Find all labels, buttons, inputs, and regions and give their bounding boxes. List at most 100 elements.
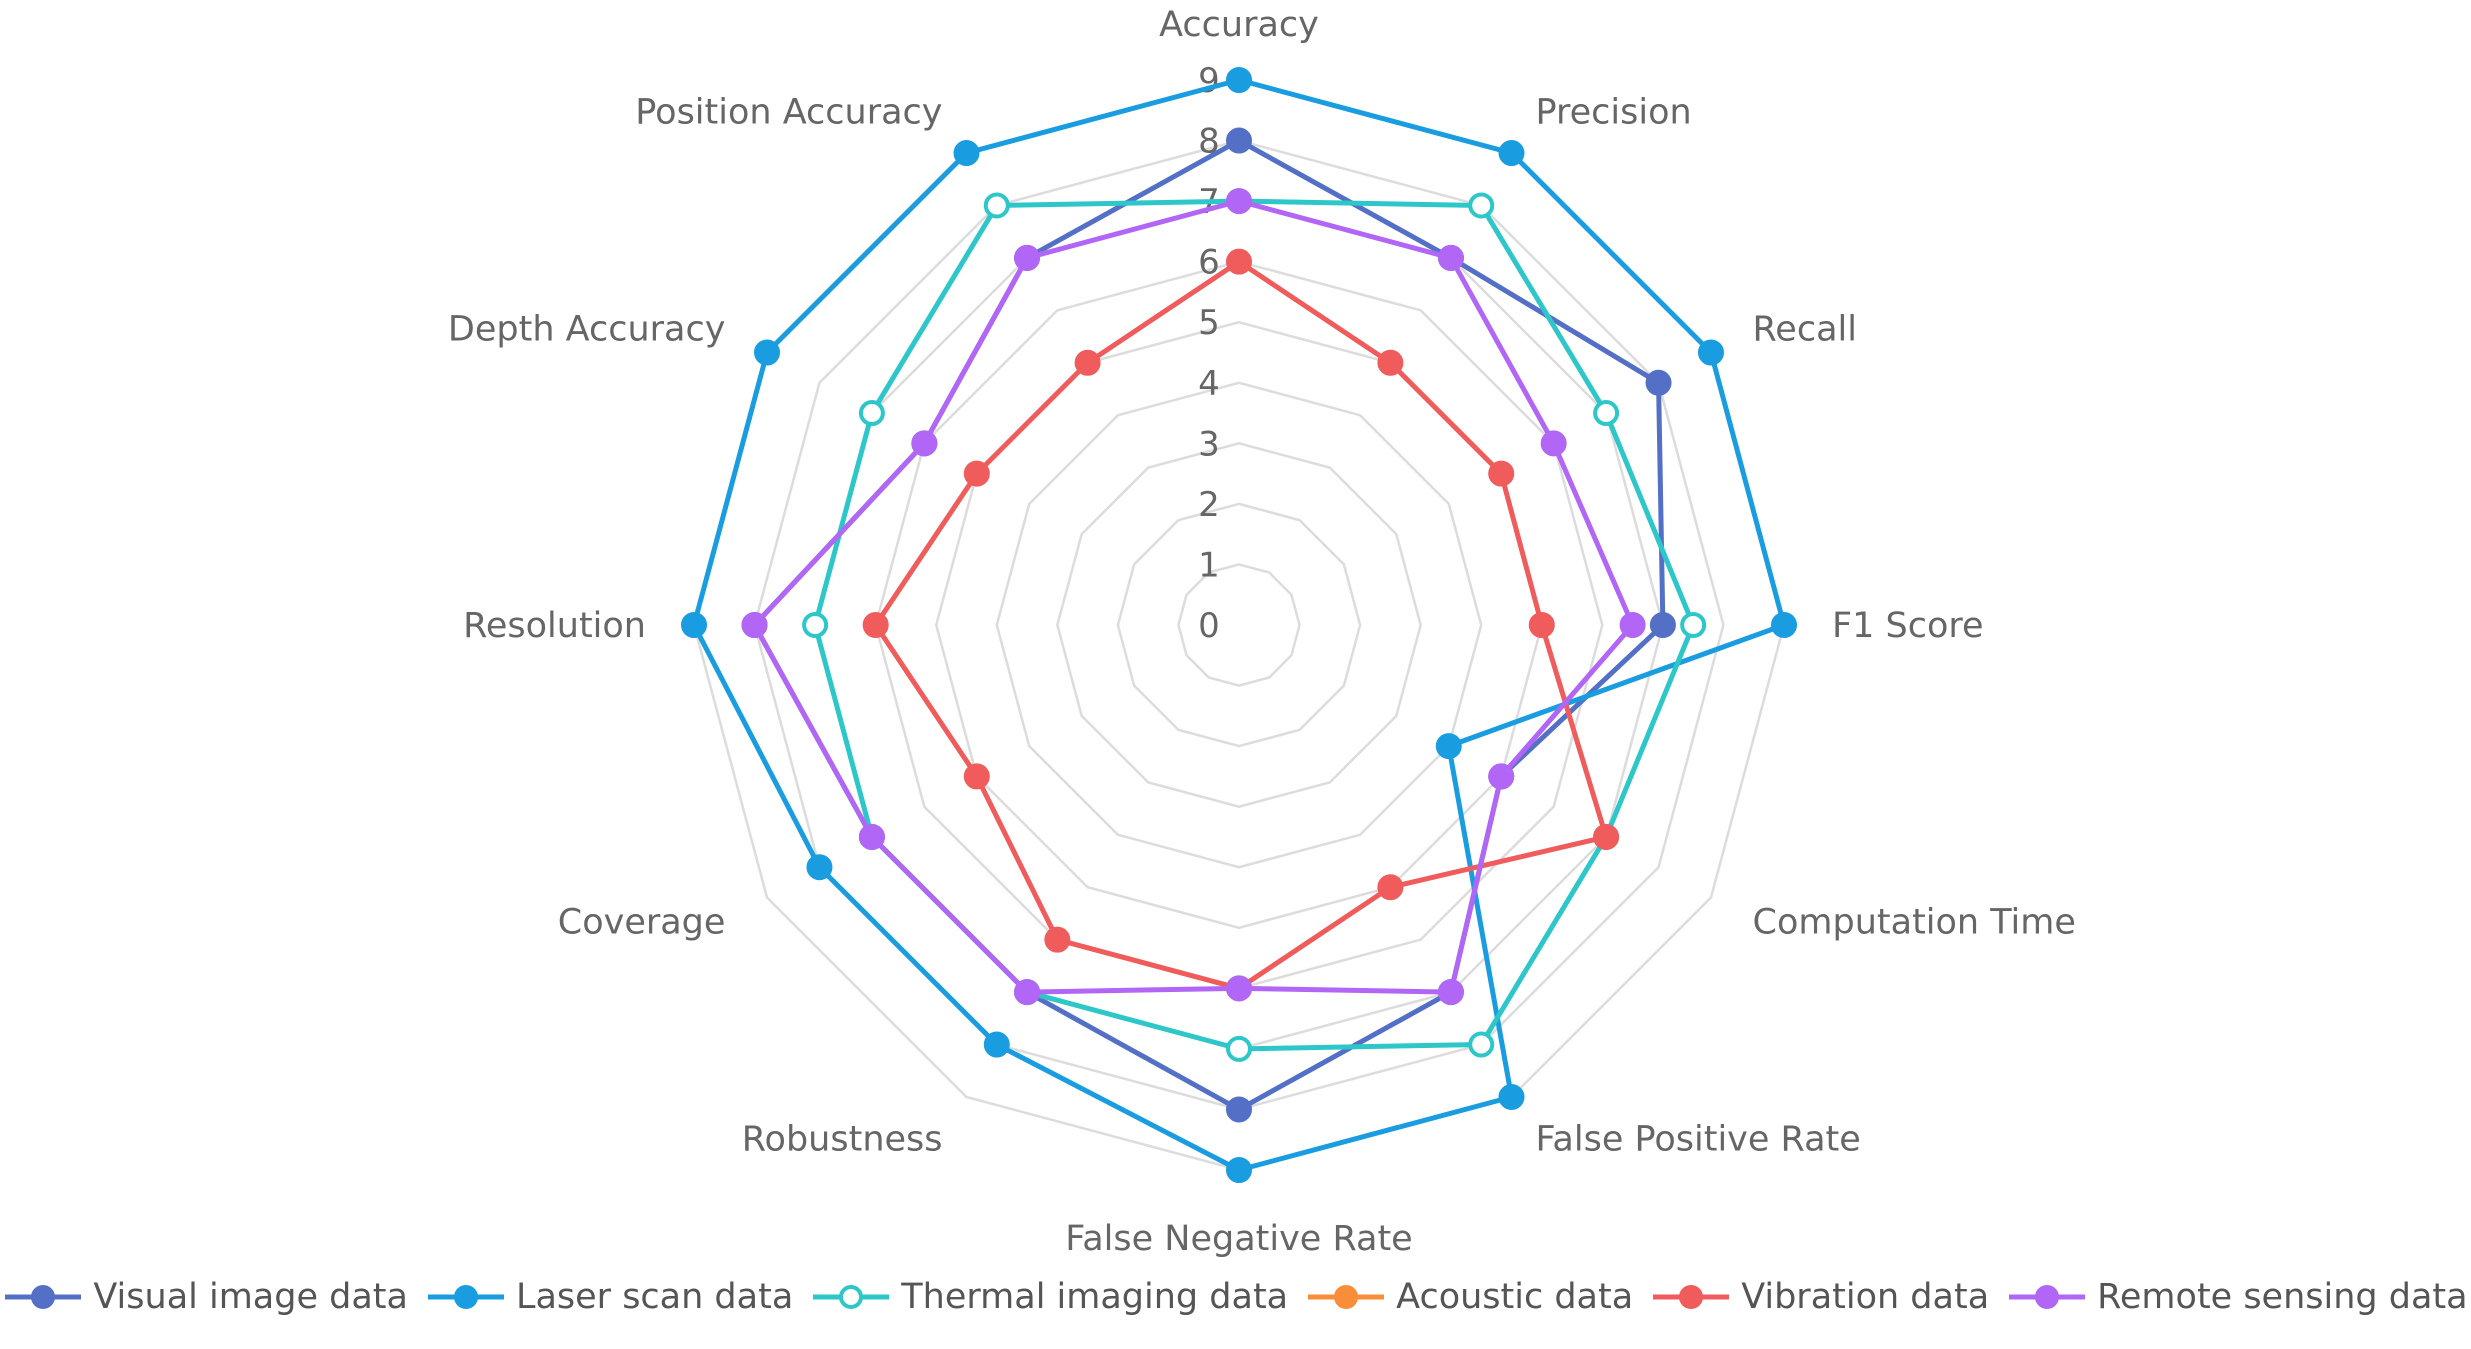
radial-tick-label: 2	[1198, 485, 1220, 525]
legend-item[interactable]: Visual image data	[3, 1277, 408, 1317]
data-point	[1593, 823, 1620, 850]
legend-label: Laser scan data	[515, 1277, 794, 1317]
axis-label: False Positive Rate	[1536, 1120, 1861, 1160]
grid-ring	[1177, 563, 1301, 687]
data-point	[953, 140, 980, 167]
data-point	[1645, 369, 1672, 396]
axis-label: Precision	[1536, 92, 1692, 132]
data-point	[1226, 127, 1252, 154]
radial-tick-label: 5	[1198, 303, 1220, 343]
series-4	[862, 248, 1620, 1002]
data-point	[754, 339, 781, 366]
grid-ring	[1116, 502, 1362, 748]
data-point	[802, 612, 829, 638]
data-point	[1226, 188, 1252, 215]
data-point	[858, 400, 885, 427]
data-point	[911, 430, 938, 457]
legend-label: Acoustic data	[1396, 1277, 1634, 1317]
data-point	[1468, 1031, 1495, 1058]
data-point	[1619, 612, 1646, 638]
radial-tick-label: 4	[1198, 364, 1220, 404]
data-point	[1226, 248, 1252, 275]
axis-label: Depth Accuracy	[448, 310, 726, 350]
data-point	[1468, 192, 1495, 219]
data-point	[1437, 979, 1464, 1006]
grid-ring	[874, 260, 1604, 990]
data-point	[862, 612, 889, 638]
legend-swatch-icon	[2009, 1285, 2086, 1309]
data-point	[1593, 400, 1620, 427]
chart-legend: Visual image data Laser scan data Thermal …	[0, 1262, 2471, 1332]
legend-item[interactable]: Laser scan data	[426, 1277, 793, 1317]
axis-label: False Negative Rate	[1065, 1219, 1412, 1259]
data-point	[1528, 612, 1555, 638]
series-1	[681, 67, 1797, 1183]
legend-swatch-icon	[1653, 1285, 1730, 1309]
data-point	[1226, 1096, 1252, 1123]
series-2	[802, 188, 1707, 1062]
data-point	[1226, 67, 1252, 93]
data-point	[681, 612, 707, 638]
data-point	[1488, 763, 1515, 790]
legend-label: Vibration data	[1741, 1277, 1990, 1317]
legend-swatch-icon	[1308, 1285, 1385, 1309]
grid-ring	[995, 381, 1483, 869]
legend-swatch-icon	[813, 1285, 890, 1309]
legend-item[interactable]: Remote sensing data	[2007, 1277, 2468, 1317]
data-point	[983, 1031, 1010, 1058]
data-point	[1498, 1083, 1525, 1110]
data-point	[1498, 140, 1525, 167]
series-line	[873, 259, 1609, 991]
data-point	[806, 854, 833, 881]
data-point	[1488, 460, 1515, 487]
legend-label: Thermal imaging data	[901, 1277, 1289, 1317]
data-point	[1697, 339, 1724, 366]
data-point	[1074, 349, 1101, 376]
grid-ring	[1056, 442, 1422, 808]
data-point	[858, 823, 885, 850]
legend-item[interactable]: Vibration data	[1651, 1277, 1989, 1317]
radial-tick-label: 3	[1198, 424, 1220, 464]
series-5	[741, 188, 1646, 1006]
data-point	[1226, 975, 1252, 1002]
axis-label: Robustness	[742, 1120, 943, 1160]
data-point	[983, 192, 1010, 219]
axis-label: Coverage	[558, 903, 726, 943]
legend-swatch-icon	[427, 1285, 504, 1309]
data-point	[1680, 612, 1707, 638]
data-point	[1377, 874, 1404, 901]
data-point	[1435, 733, 1462, 760]
series-line	[812, 198, 1696, 1052]
axis-label: Computation Time	[1753, 903, 2076, 943]
axis-label: Recall	[1753, 310, 1857, 350]
data-point	[1437, 244, 1464, 271]
legend-item[interactable]: Thermal imaging data	[811, 1277, 1288, 1317]
legend-label: Remote sensing data	[2097, 1277, 2468, 1317]
data-point	[1044, 926, 1071, 953]
grid-ring	[753, 139, 1725, 1111]
legend-item[interactable]: Acoustic data	[1306, 1277, 1633, 1317]
data-point	[1377, 349, 1404, 376]
axis-label: F1 Score	[1832, 606, 1984, 646]
axis-label: Resolution	[463, 606, 646, 646]
legend-swatch-icon	[5, 1285, 82, 1309]
radial-tick-label: 6	[1198, 243, 1220, 283]
axis-label: Position Accuracy	[635, 92, 942, 132]
axis-label: Accuracy	[1159, 5, 1319, 45]
data-point	[1649, 612, 1676, 638]
radial-tick-label: 1	[1198, 545, 1220, 585]
data-point	[1226, 1157, 1252, 1183]
series-line	[752, 198, 1636, 995]
data-point	[963, 763, 990, 790]
data-point	[1014, 979, 1041, 1006]
data-point	[1540, 430, 1567, 457]
data-point	[1771, 612, 1797, 638]
data-point	[741, 612, 768, 638]
radial-tick-label: 0	[1198, 606, 1220, 646]
radial-tick-label: 9	[1198, 61, 1220, 101]
legend-label: Visual image data	[93, 1277, 408, 1317]
